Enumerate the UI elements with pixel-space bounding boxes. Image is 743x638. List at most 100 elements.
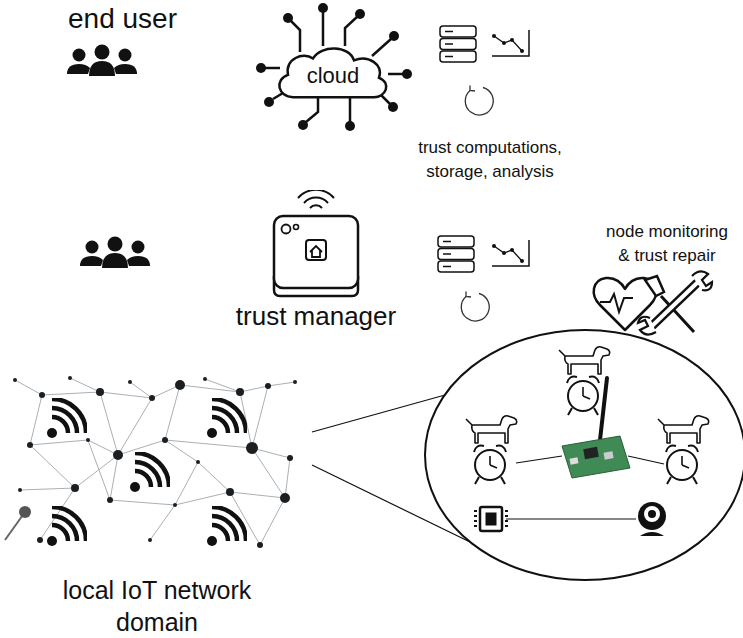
- network-nodes: [37, 537, 43, 543]
- cloud-circuit-dots: [389, 31, 399, 41]
- cloud-circuit-dots: [298, 120, 308, 130]
- illustration: [492, 30, 529, 56]
- text-label: trust computations, storage, analysis: [405, 136, 575, 184]
- hub-node: trust manager: [230, 190, 403, 333]
- text-label: node monitoring & trust repair: [603, 220, 731, 268]
- cloud-circuit-dots: [388, 102, 398, 112]
- network-nodes: [175, 380, 185, 390]
- monitoring-repair-icon: [638, 317, 656, 335]
- iot-board: [583, 447, 599, 459]
- cloud-node: cloud: [273, 43, 393, 101]
- network-nodes: [19, 506, 31, 518]
- chip-icon: [480, 507, 502, 531]
- chip-icon: [486, 513, 496, 525]
- illustration: [461, 292, 489, 321]
- monitoring-repair-icon: [645, 276, 664, 296]
- device-links: [506, 518, 636, 519]
- network-nodes: [148, 538, 152, 542]
- network-nodes: [173, 503, 177, 507]
- network-nodes: [18, 488, 22, 492]
- illustration: [559, 347, 610, 415]
- network-nodes: [68, 376, 72, 380]
- network-nodes: [246, 442, 258, 454]
- cloud-circuit-lines: [349, 96, 352, 122]
- network-nodes: [226, 488, 234, 496]
- chip-icon: [474, 511, 508, 526]
- webcam-icon: [644, 506, 660, 522]
- illustration: [440, 26, 476, 62]
- webcam-icon: [638, 502, 666, 530]
- zoom-line: [312, 395, 445, 432]
- network-nodes: [280, 493, 290, 503]
- cloud-circuit-lines: [290, 20, 300, 52]
- illustration: [130, 453, 169, 492]
- cloud-circuit-lines: [306, 96, 318, 122]
- cloud-outline: [279, 49, 386, 98]
- illustration: [492, 240, 529, 266]
- webcam-icon: [638, 502, 666, 536]
- network-nodes: [162, 437, 168, 443]
- network-nodes: [128, 380, 132, 384]
- cloud-circuit-lines: [265, 12, 403, 122]
- cloud-circuit-lines: [388, 73, 403, 76]
- monitoring-repair-icon: [652, 282, 698, 326]
- device-links: [628, 456, 664, 464]
- chip-icon: [474, 507, 508, 531]
- cloud-circuit-lines: [322, 12, 325, 46]
- user-group-icon: [80, 237, 150, 269]
- monitoring-repair-icon: [692, 271, 712, 290]
- network-nodes: [13, 378, 17, 382]
- device-links: [516, 456, 562, 463]
- monitoring-repair-icon: [600, 294, 633, 312]
- network-nodes: [86, 438, 90, 442]
- network-nodes: [257, 542, 263, 548]
- iot-board: [600, 378, 607, 440]
- webcam-icon: [640, 532, 664, 536]
- network-nodes: [265, 383, 271, 389]
- monitoring-repair-icon: [652, 282, 698, 326]
- network-nodes: [293, 380, 297, 384]
- webcam-icon: [648, 510, 656, 518]
- cloud-circuit-lines: [345, 16, 358, 46]
- node-text: cloud: [307, 62, 360, 90]
- node-text: trust manager: [236, 300, 396, 333]
- cloud-circuit-dots: [256, 3, 412, 131]
- cloud-circuit-dots: [402, 69, 412, 79]
- cloud-circuit-dots: [283, 13, 293, 23]
- monitoring-repair-icon: [594, 271, 712, 334]
- network-nodes: [287, 455, 293, 461]
- illustration: [47, 399, 86, 438]
- illustration: [207, 507, 246, 546]
- network-nodes: [107, 497, 113, 503]
- end-user-icon: [67, 45, 137, 77]
- illustration: [658, 416, 709, 484]
- illustration: [465, 86, 493, 115]
- illustration: [47, 507, 86, 546]
- cloud-circuit-dots: [318, 3, 328, 13]
- network-mesh: [5, 378, 295, 545]
- network-nodes: [203, 377, 207, 381]
- illustration: [438, 236, 474, 272]
- network-nodes: [149, 395, 155, 401]
- cloud-circuit-lines: [265, 67, 280, 70]
- illustration: [207, 399, 246, 438]
- network-nodes: [13, 376, 297, 548]
- iot-board: [570, 457, 579, 464]
- iot-board: [604, 451, 614, 459]
- network-nodes: [96, 388, 104, 396]
- cloud-circuit-dots: [355, 9, 365, 19]
- iot-board: [562, 436, 630, 478]
- cloud-circuit-lines: [372, 39, 391, 56]
- network-mesh: [15, 378, 295, 545]
- network-nodes: [236, 388, 244, 396]
- cloud-circuit-dots: [345, 121, 355, 131]
- text-label: local IoT network domain: [42, 574, 272, 638]
- network-nodes: [27, 442, 33, 448]
- cloud-circuit-dots: [264, 97, 274, 107]
- zoom-ellipse: [425, 330, 743, 580]
- text-label: end user: [68, 2, 218, 36]
- network-nodes: [113, 450, 123, 460]
- hub-icon: [266, 190, 366, 300]
- network-nodes: [39, 392, 45, 398]
